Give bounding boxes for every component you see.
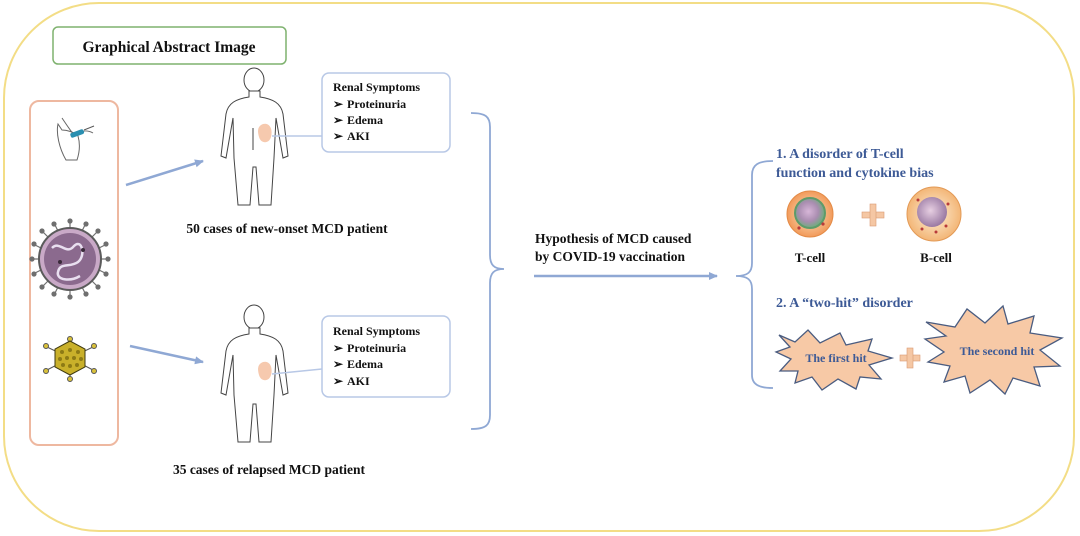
group-bracket-left [470, 112, 505, 430]
outcome2-heading: 2. A “two-hit” disorder [776, 296, 913, 311]
symptom-lower-2: Edema [347, 357, 383, 371]
symptom-bullet-upper-1: ➢ [333, 97, 344, 111]
callout-line-lower [271, 368, 323, 375]
human-body-upper [220, 67, 289, 206]
symptoms-box-upper [321, 72, 451, 153]
outcome1-heading-line-2: function and cytokine bias [776, 166, 934, 181]
symptom-upper-2: Edema [347, 113, 383, 127]
t-cell-label: T-cell [795, 250, 826, 265]
symptom-lower-1: Proteinuria [347, 341, 406, 355]
symptoms-title-lower: Renal Symptoms [333, 324, 420, 338]
symptom-upper-3: AKI [347, 129, 370, 143]
title-box [52, 26, 287, 65]
outcome1-heading-line-1: 1. A disorder of T-cell [776, 147, 904, 162]
kidney-marker-upper [258, 123, 272, 143]
symptom-bullet-lower-3: ➢ [333, 374, 344, 388]
plus-icon-hits [899, 347, 921, 369]
arrow-to-relapsed [129, 344, 204, 365]
coronavirus-icon [29, 218, 111, 300]
second-hit-starburst [923, 304, 1064, 396]
caption-relapsed: 35 cases of relapsed MCD patient [173, 462, 366, 477]
adenovirus-icon [43, 336, 97, 382]
b-cell-icon [906, 186, 962, 242]
symptom-bullet-upper-2: ➢ [333, 113, 344, 127]
arrow-to-new-onset [125, 159, 204, 187]
human-body-lower [220, 304, 289, 443]
caption-new-onset: 50 cases of new-onset MCD patient [186, 221, 388, 236]
plus-icon-cells [861, 203, 885, 227]
symptom-upper-1: Proteinuria [347, 97, 406, 111]
b-cell-label: B-cell [920, 250, 952, 265]
kidney-marker-lower [258, 361, 272, 381]
hypothesis-line-2: by COVID-19 vaccination [535, 249, 685, 264]
second-hit-label: The second hit [960, 344, 1035, 358]
outcome-bracket-right [735, 160, 774, 389]
t-cell-icon [786, 190, 834, 238]
first-hit-starburst [774, 329, 895, 391]
outer-frame [3, 2, 1075, 532]
title-text: Graphical Abstract Image [82, 39, 255, 56]
injection-icon [56, 117, 95, 161]
hypothesis-line-1: Hypothesis of MCD caused [535, 231, 692, 246]
symptom-bullet-lower-2: ➢ [333, 357, 344, 371]
symptom-bullet-lower-1: ➢ [333, 341, 344, 355]
symptoms-title-upper: Renal Symptoms [333, 80, 420, 94]
symptom-bullet-upper-3: ➢ [333, 129, 344, 143]
symptoms-box-lower [321, 315, 451, 398]
first-hit-label: The first hit [805, 351, 866, 365]
symptom-lower-3: AKI [347, 374, 370, 388]
